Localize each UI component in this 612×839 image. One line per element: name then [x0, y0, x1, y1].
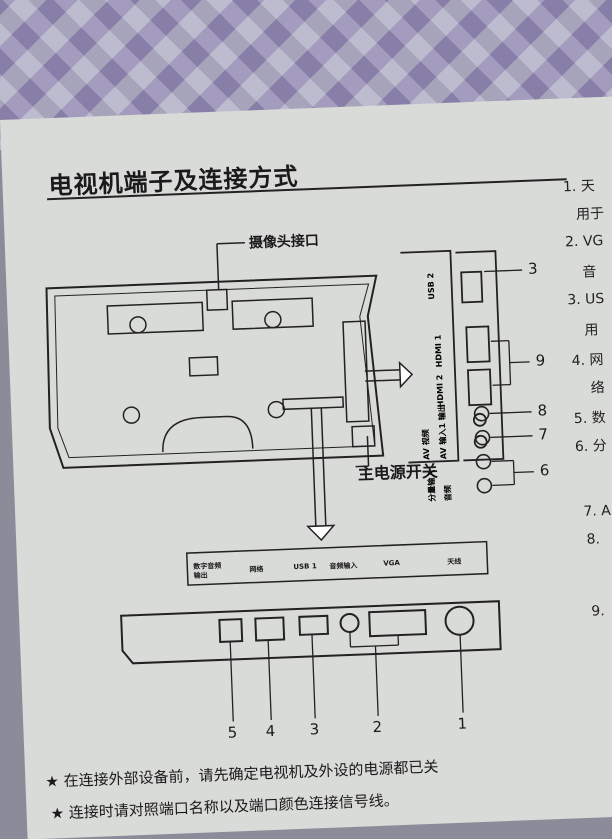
- side-port-label: HDMI 2: [435, 375, 445, 408]
- connection-diagram: [0, 95, 612, 839]
- bottom-port-label: USB 1: [293, 562, 317, 571]
- tv-back-details: [107, 284, 375, 456]
- right-column-text: 用: [584, 319, 599, 340]
- side-port-label: HDMI 1: [434, 335, 444, 368]
- right-column-text: 6. 分: [575, 435, 608, 456]
- right-column-text: 音: [582, 261, 597, 282]
- side-number: 7: [538, 425, 548, 443]
- side-number: 3: [528, 259, 538, 277]
- bottom-port-label: 音频输入: [329, 561, 357, 572]
- bottom-port-label: 天线: [447, 557, 461, 568]
- bottom-leader-lines: [230, 628, 463, 722]
- side-number: 8: [537, 401, 547, 419]
- right-column-text: 8.: [586, 531, 600, 548]
- right-column-text: 2. VG: [565, 233, 604, 250]
- right-column-text: 5. 数: [573, 407, 606, 428]
- tv-back-outline: [44, 276, 383, 469]
- star-icon: ★: [45, 772, 64, 791]
- side-port-label: 分量输入: [426, 469, 438, 501]
- star-icon: ★: [50, 804, 69, 823]
- side-number: 9: [535, 351, 545, 369]
- bottom-number: 5: [227, 723, 237, 741]
- pointer-arrows: [217, 236, 418, 543]
- bottom-port-label: 数字音频输出: [193, 562, 224, 581]
- bottom-number: 4: [265, 722, 275, 740]
- bottom-number: 1: [457, 715, 467, 733]
- side-panel: [400, 249, 503, 462]
- manual-page: 电视机端子及连接方式: [0, 95, 612, 839]
- bottom-port-label: 网络: [249, 564, 263, 575]
- side-panel-jacks: [474, 406, 491, 492]
- right-column-text: 4. 网: [571, 349, 604, 370]
- right-column-text: 9.: [591, 603, 605, 620]
- right-column-text: 用于: [576, 203, 605, 224]
- right-column-text: 3. US: [567, 291, 605, 308]
- side-port-label: 音频: [442, 485, 454, 501]
- right-column-text: 络: [590, 377, 605, 398]
- bottom-port-label: VGA: [383, 559, 400, 568]
- bottom-panel: [121, 601, 501, 663]
- bottom-number: 3: [309, 720, 319, 738]
- right-column-text: 1. 天: [563, 175, 596, 196]
- side-port-label: AV 输入1 输出: [436, 404, 449, 459]
- bottom-number: 2: [372, 718, 382, 736]
- camera-port-label: 摄像头接口: [249, 230, 320, 253]
- side-leader-lines: [484, 270, 534, 485]
- side-port-label: AV 视频: [420, 429, 432, 460]
- right-column-text: 7. A: [583, 503, 611, 520]
- side-number: 6: [540, 461, 550, 479]
- side-port-label: USB 2: [426, 273, 436, 300]
